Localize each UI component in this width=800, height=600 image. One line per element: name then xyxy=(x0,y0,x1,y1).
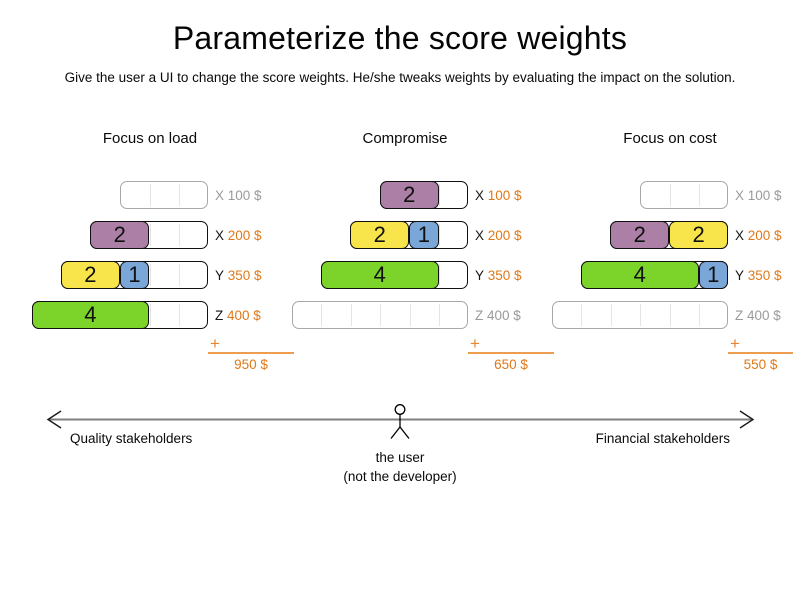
blue-weight-block: 1 xyxy=(698,261,728,289)
resource-cost: 100 $ xyxy=(484,187,522,203)
row-label: Z 400 $ xyxy=(475,301,521,329)
cell-divider xyxy=(149,264,151,286)
panel-title-compromise: Compromise xyxy=(362,130,448,147)
cell-divider xyxy=(669,304,671,326)
resource-cost: 400 $ xyxy=(483,307,521,323)
weight-row-compromise-z3 xyxy=(291,301,468,329)
user-actor-icon xyxy=(390,404,410,439)
resource-cost: 200 $ xyxy=(744,227,782,243)
sum-line-compromise: + xyxy=(468,334,554,354)
cell-divider xyxy=(179,224,181,246)
resource-letter: Y xyxy=(475,267,485,283)
weight-row-focus-on-cost-z3 xyxy=(551,301,728,329)
weight-row-focus-on-load-x0 xyxy=(119,181,208,209)
row-label: X 100 $ xyxy=(475,181,522,209)
resource-letter: Z xyxy=(475,307,484,323)
resource-letter: Y xyxy=(735,267,745,283)
resource-cost: 350 $ xyxy=(224,267,262,283)
cell-divider xyxy=(699,184,701,206)
right-arrowhead-icon xyxy=(739,410,755,429)
total-cost-focus-on-cost: 550 $ xyxy=(743,357,778,372)
cell-divider xyxy=(179,184,181,206)
resource-cost: 100 $ xyxy=(744,187,782,203)
resource-letter: Y xyxy=(215,267,225,283)
green-weight-block: 4 xyxy=(581,261,699,289)
resource-cost: 350 $ xyxy=(744,267,782,283)
cell-divider xyxy=(439,184,441,206)
cell-divider xyxy=(179,304,181,326)
purple-weight-block: 2 xyxy=(90,221,150,249)
weight-row-focus-on-cost-x0 xyxy=(639,181,728,209)
row-label: X 200 $ xyxy=(215,221,262,249)
panel-title-focus-on-cost: Focus on cost xyxy=(623,130,717,147)
cell-divider xyxy=(409,304,411,326)
cell-divider xyxy=(581,304,583,326)
cell-divider xyxy=(640,304,642,326)
row-label: Y 350 $ xyxy=(215,261,262,289)
resource-cost: 400 $ xyxy=(223,307,261,323)
plus-icon: + xyxy=(730,334,740,353)
cell-divider xyxy=(350,304,352,326)
cell-divider xyxy=(380,304,382,326)
resource-letter: X xyxy=(215,227,225,243)
cell-divider xyxy=(699,304,701,326)
row-label: X 200 $ xyxy=(735,221,782,249)
page-title: Parameterize the score weights xyxy=(172,20,628,56)
total-cost-compromise: 650 $ xyxy=(494,357,528,372)
resource-letter: Z xyxy=(735,307,744,323)
left-arrowhead-icon xyxy=(46,410,62,429)
row-label: X 100 $ xyxy=(215,181,262,209)
resource-letter: X xyxy=(735,187,745,203)
resource-letter: Z xyxy=(215,307,224,323)
cell-divider xyxy=(439,224,441,246)
purple-weight-block: 2 xyxy=(379,181,439,209)
plus-icon: + xyxy=(210,334,220,353)
quality-stakeholders-label: Quality stakeholders xyxy=(70,431,193,446)
financial-stakeholders-label: Financial stakeholders xyxy=(595,431,730,446)
row-label: Z 400 $ xyxy=(735,301,781,329)
row-label: Y 350 $ xyxy=(475,261,522,289)
user-label-line2: (not the developer) xyxy=(343,469,457,484)
page-subtitle: Give the user a UI to change the score w… xyxy=(64,70,736,85)
cell-divider xyxy=(179,264,181,286)
row-label: Z 400 $ xyxy=(215,301,261,329)
user-label-line1: the user xyxy=(375,450,425,465)
purple-weight-block: 2 xyxy=(610,221,670,249)
row-label: Y 350 $ xyxy=(735,261,782,289)
cell-divider xyxy=(439,264,441,286)
total-cost-focus-on-load: 950 $ xyxy=(234,357,268,372)
green-weight-block: 4 xyxy=(321,261,439,289)
resource-letter: X xyxy=(215,187,225,203)
resource-letter: X xyxy=(735,227,745,243)
resource-cost: 350 $ xyxy=(484,267,522,283)
resource-cost: 400 $ xyxy=(743,307,781,323)
row-label: X 200 $ xyxy=(475,221,522,249)
cell-divider xyxy=(149,304,151,326)
cell-divider xyxy=(149,224,151,246)
row-label: X 100 $ xyxy=(735,181,782,209)
resource-letter: X xyxy=(475,187,485,203)
panel-title-focus-on-load: Focus on load xyxy=(102,130,198,147)
yellow-weight-block: 2 xyxy=(350,221,410,249)
cell-divider xyxy=(610,304,612,326)
sum-line-focus-on-cost: + xyxy=(728,334,793,354)
cell-divider xyxy=(669,184,671,206)
yellow-weight-block: 2 xyxy=(669,221,728,249)
resource-cost: 200 $ xyxy=(484,227,522,243)
blue-weight-block: 1 xyxy=(119,261,150,289)
cell-divider xyxy=(149,184,151,206)
resource-cost: 200 $ xyxy=(224,227,262,243)
cell-divider xyxy=(439,304,441,326)
sum-line-focus-on-load: + xyxy=(208,334,294,354)
resource-letter: X xyxy=(475,227,485,243)
plus-icon: + xyxy=(470,334,480,353)
cell-divider xyxy=(321,304,323,326)
yellow-weight-block: 2 xyxy=(61,261,120,289)
resource-cost: 100 $ xyxy=(224,187,262,203)
blue-weight-block: 1 xyxy=(409,221,439,249)
green-weight-block: 4 xyxy=(31,301,150,329)
